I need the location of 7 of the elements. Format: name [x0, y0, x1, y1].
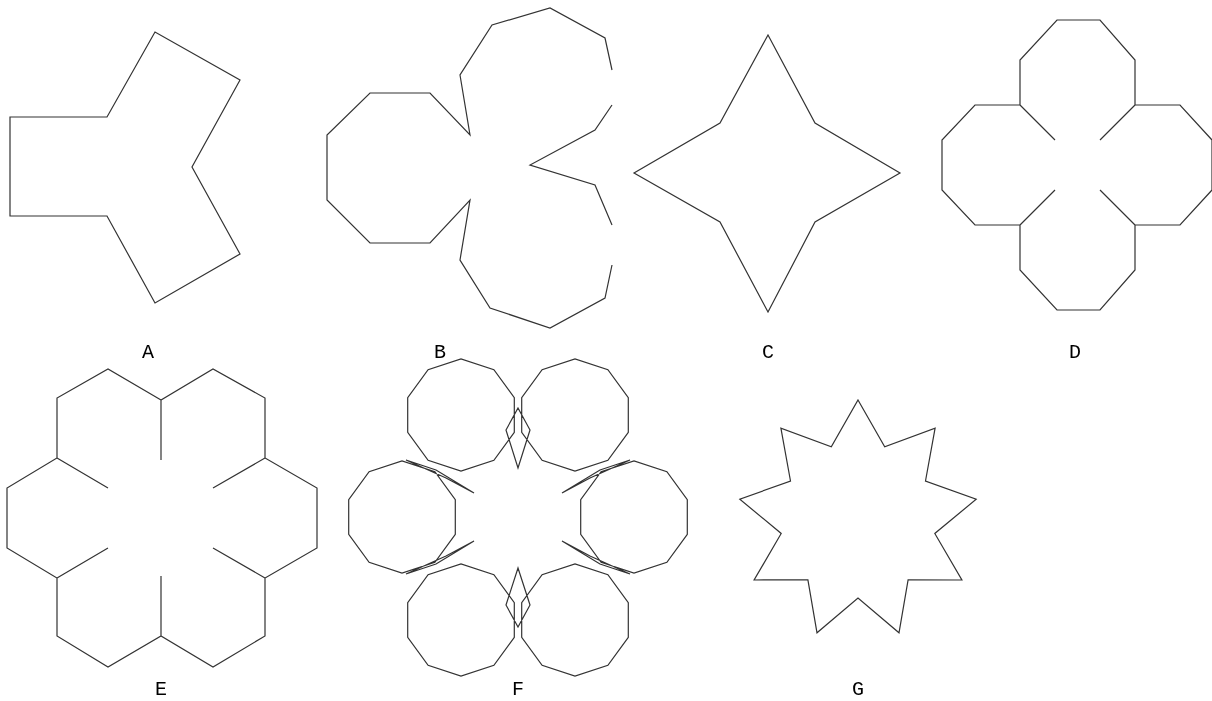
shape-label: B — [434, 342, 446, 364]
shape-label: D — [1069, 342, 1081, 364]
shape-label: F — [512, 679, 524, 701]
shape-label: E — [155, 679, 167, 701]
shape-label: A — [142, 342, 154, 364]
shape-label: G — [852, 679, 864, 701]
shape-label: C — [762, 342, 774, 364]
